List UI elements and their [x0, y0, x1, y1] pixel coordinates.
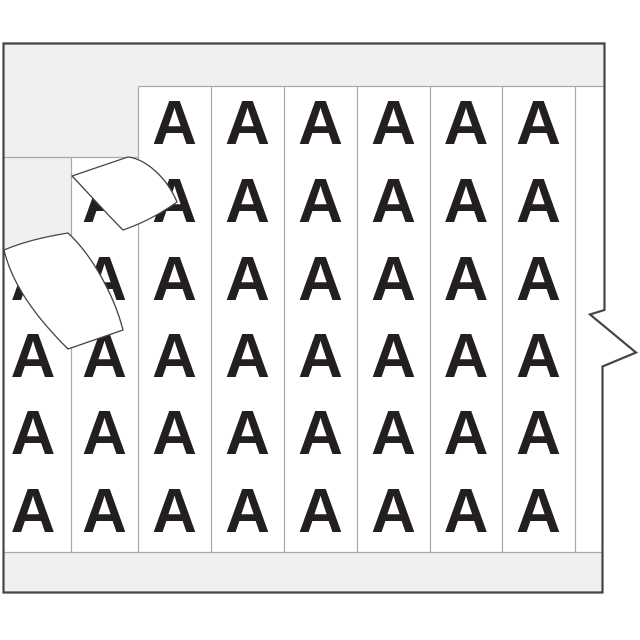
- label-letter: A: [371, 167, 416, 236]
- label-letter: A: [11, 399, 56, 468]
- label-letter: A: [516, 477, 561, 546]
- label-letter: A: [516, 245, 561, 314]
- label-letter: A: [516, 167, 561, 236]
- label-letter: A: [444, 477, 489, 546]
- label-letter: A: [516, 399, 561, 468]
- liner-areas: [3, 43, 605, 593]
- label-letter: A: [444, 89, 489, 158]
- label-letter: A: [371, 399, 416, 468]
- label-letter: A: [152, 322, 197, 391]
- label-letter: A: [225, 322, 270, 391]
- peeled-label-upper: [71, 156, 178, 231]
- label-letter: A: [516, 322, 561, 391]
- top-margin-band: [3, 43, 605, 87]
- peeled-label-lower: [3, 232, 124, 350]
- label-letter: A: [152, 399, 197, 468]
- label-letter: A: [298, 245, 343, 314]
- marker-card-outline: [2, 42, 639, 594]
- label-letter: A: [11, 477, 56, 546]
- label-letter: A: [444, 322, 489, 391]
- label-letter: A: [82, 399, 127, 468]
- left-liner-block: [3, 86, 139, 158]
- label-letter: A: [225, 167, 270, 236]
- label-letter: A: [298, 89, 343, 158]
- label-letter: A: [298, 322, 343, 391]
- label-letter: A: [225, 245, 270, 314]
- label-letter: A: [444, 167, 489, 236]
- label-letter: A: [371, 322, 416, 391]
- label-letter: A: [298, 167, 343, 236]
- label-letter: A: [11, 322, 56, 391]
- label-letter: A: [225, 89, 270, 158]
- bottom-margin-band: [3, 552, 603, 593]
- label-letter: A: [444, 399, 489, 468]
- label-letter: A: [371, 89, 416, 158]
- label-letter: A: [444, 245, 489, 314]
- label-letter: A: [152, 89, 197, 158]
- label-letter: A: [298, 399, 343, 468]
- label-letter: A: [82, 477, 127, 546]
- strip-rules: [3, 85, 605, 554]
- label-letter: A: [225, 399, 270, 468]
- label-letter: A: [152, 245, 197, 314]
- label-letter: A: [371, 245, 416, 314]
- label-letter: A: [371, 477, 416, 546]
- label-letter: A: [516, 89, 561, 158]
- label-letter: A: [152, 477, 197, 546]
- label-letter: A: [298, 477, 343, 546]
- label-letter: A: [225, 477, 270, 546]
- peeled-labels: [3, 156, 178, 350]
